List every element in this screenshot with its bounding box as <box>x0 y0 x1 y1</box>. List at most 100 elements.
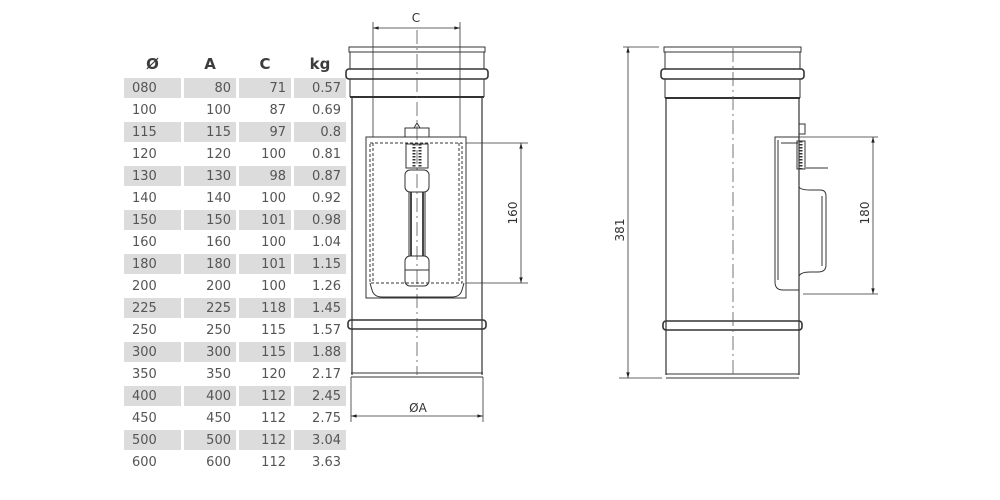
cell-a: 100 <box>206 102 231 118</box>
cell-kg: 1.88 <box>294 342 346 362</box>
cell-a: 225 <box>184 298 236 318</box>
side-door-latch <box>781 123 828 170</box>
cell-c: 112 <box>261 410 286 426</box>
cell-c: 112 <box>261 454 286 470</box>
cell-c: 101 <box>239 210 291 230</box>
cell-kg: 1.04 <box>312 234 341 250</box>
cell-a: 450 <box>206 410 231 426</box>
header-a: A <box>204 55 216 73</box>
cell-c: 100 <box>261 146 286 162</box>
cell-kg: 0.98 <box>294 210 346 230</box>
cell-diameter: 225 <box>124 298 181 318</box>
cell-c: 100 <box>261 234 286 250</box>
cell-diameter: 180 <box>124 254 181 274</box>
cell-a: 200 <box>206 278 231 294</box>
front-view <box>345 22 528 422</box>
cell-kg: 3.04 <box>294 430 346 450</box>
cell-diameter: 150 <box>124 210 181 230</box>
cell-kg: 2.75 <box>312 410 341 426</box>
dimension-c <box>372 22 461 137</box>
front-door-handle <box>404 122 430 287</box>
dimension-180 <box>799 136 878 295</box>
cell-a: 140 <box>206 190 231 206</box>
cell-c: 112 <box>239 386 291 406</box>
cell-kg: 0.87 <box>294 166 346 186</box>
dim-label-c: C <box>412 11 420 25</box>
cell-kg: 0.8 <box>294 122 346 142</box>
cell-a: 500 <box>184 430 236 450</box>
front-inspection-door <box>365 136 467 299</box>
cell-c: 115 <box>239 342 291 362</box>
cell-kg: 1.45 <box>294 298 346 318</box>
cell-kg: 3.63 <box>312 454 341 470</box>
dim-label-381: 381 <box>613 219 627 242</box>
cell-c: 71 <box>239 78 291 98</box>
cell-kg: 0.81 <box>312 146 341 162</box>
cell-diameter: 140 <box>132 190 157 206</box>
cell-a: 400 <box>184 386 236 406</box>
cell-c: 112 <box>239 430 291 450</box>
cell-kg: 1.57 <box>312 322 341 338</box>
dimension-160 <box>466 142 528 284</box>
cell-c: 101 <box>239 254 291 274</box>
dim-label-180: 180 <box>858 202 872 225</box>
cell-a: 250 <box>206 322 231 338</box>
side-view <box>619 46 878 379</box>
table-row: 140 140 100 0.92 <box>124 188 346 208</box>
cell-a: 300 <box>184 342 236 362</box>
cell-a: 130 <box>184 166 236 186</box>
cell-a: 150 <box>184 210 236 230</box>
cell-c: 100 <box>261 278 286 294</box>
dim-label-160: 160 <box>506 202 520 225</box>
cell-c: 87 <box>269 102 286 118</box>
cell-a: 80 <box>184 78 236 98</box>
side-inspection-door <box>774 136 827 291</box>
cell-a: 115 <box>184 122 236 142</box>
cell-diameter: 400 <box>124 386 181 406</box>
cell-kg: 0.57 <box>294 78 346 98</box>
cell-kg: 2.45 <box>294 386 346 406</box>
cell-diameter: 130 <box>124 166 181 186</box>
cell-diameter: 115 <box>124 122 181 142</box>
cell-diameter: 500 <box>124 430 181 450</box>
cell-kg: 1.26 <box>312 278 341 294</box>
cell-diameter: 600 <box>132 454 157 470</box>
cell-c: 118 <box>239 298 291 318</box>
cell-a: 600 <box>206 454 231 470</box>
cell-a: 180 <box>184 254 236 274</box>
cell-c: 120 <box>261 366 286 382</box>
cell-kg: 0.69 <box>312 102 341 118</box>
cell-a: 350 <box>206 366 231 382</box>
cell-kg: 0.92 <box>312 190 341 206</box>
header-c: C <box>259 55 271 73</box>
cell-c: 100 <box>261 190 286 206</box>
cell-diameter: 450 <box>132 410 157 426</box>
cell-c: 97 <box>239 122 291 142</box>
cell-diameter: 250 <box>132 322 157 338</box>
table-row: 450 450 112 2.75 <box>124 408 346 428</box>
dimension-381 <box>619 46 662 379</box>
cell-diameter: 200 <box>132 278 157 294</box>
cell-a: 160 <box>206 234 231 250</box>
cell-kg: 2.17 <box>312 366 341 382</box>
cell-a: 120 <box>206 146 231 162</box>
dimension-diameter <box>350 377 484 422</box>
table-row: 600 600 112 3.63 <box>124 452 346 472</box>
table-header-row: Ø A C kg <box>124 52 346 76</box>
table-row: 200 200 100 1.26 <box>124 276 346 296</box>
